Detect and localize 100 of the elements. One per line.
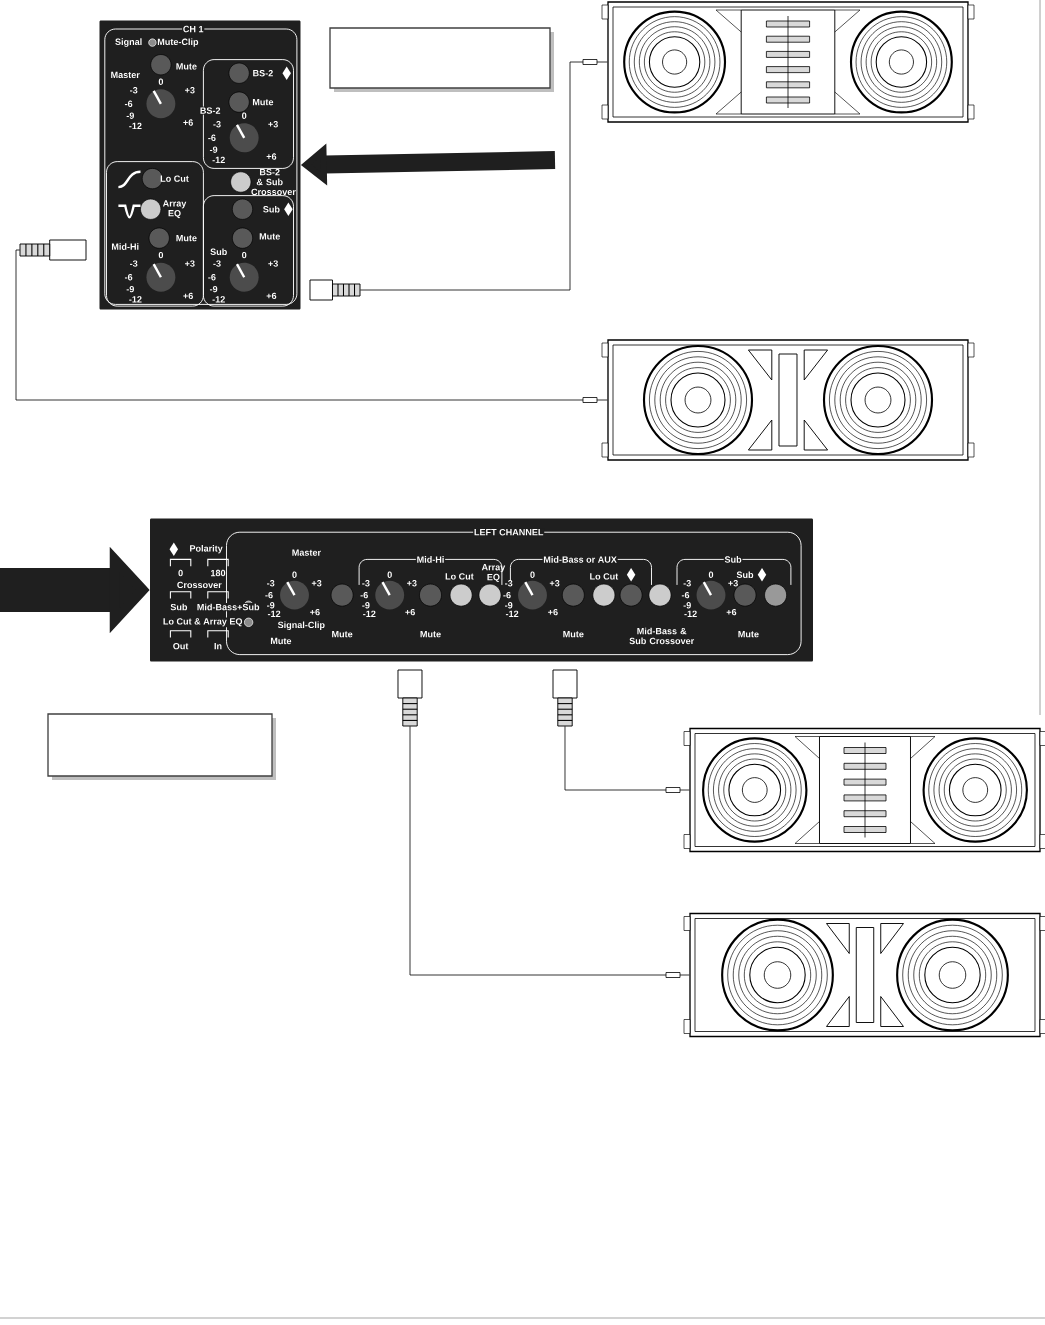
scale-number: 0: [292, 571, 297, 578]
scale-number: -6: [681, 591, 690, 599]
scale-number: +6: [548, 608, 558, 616]
panel-label: Lo Cut: [160, 175, 189, 182]
scale-number: -9: [683, 602, 691, 609]
empty-box: [47, 713, 276, 780]
scale-number: -12: [505, 610, 519, 617]
xlr-connector: [552, 669, 578, 727]
panel-label: Out: [173, 642, 189, 650]
cable: [15, 249, 608, 401]
panel-label: Mute: [563, 631, 584, 638]
scale-number: -3: [362, 580, 370, 587]
scale-number: +3: [268, 260, 278, 267]
scale-number: -6: [124, 274, 133, 281]
scale-number: -3: [130, 87, 138, 94]
panel-label: Mute-Clip: [157, 38, 199, 47]
panel-label: Mute: [332, 631, 353, 638]
panel-label: Mute: [738, 631, 759, 638]
panel-label: Signal-Clip: [277, 621, 325, 630]
speaker-drawing: [683, 912, 1045, 1038]
scale-number: +6: [405, 608, 415, 616]
panel-label: Lo Cut: [590, 573, 619, 580]
scale-number: +3: [311, 580, 322, 587]
cable: [409, 725, 690, 976]
scale-number: +3: [728, 580, 738, 587]
scale-number: -9: [126, 285, 134, 293]
panel-label: BS-2 & Sub Crossover: [251, 168, 296, 196]
scale-number: 0: [158, 78, 164, 85]
panel-label: 0: [178, 569, 183, 577]
scale-number: 0: [242, 251, 247, 259]
panel-label: Mid-Bass or AUX: [542, 555, 618, 564]
scale-number: 0: [708, 571, 714, 578]
scale-number: -3: [504, 580, 513, 587]
cable: [359, 61, 608, 291]
panel-label: Sub: [723, 555, 743, 564]
scale-number: -3: [130, 260, 138, 267]
cable: [564, 725, 690, 791]
panel-label: Sub: [736, 571, 754, 579]
panel-label: Polarity: [190, 545, 223, 554]
panel-label: Lo Cut & Array EQ: [162, 617, 244, 628]
panel-label: Master: [111, 71, 140, 79]
panel-label: Mute: [259, 233, 280, 240]
scale-number: +3: [185, 260, 195, 267]
panel-label: BS-2: [199, 106, 222, 115]
panel-label: Mute: [176, 63, 197, 70]
scale-number: -6: [265, 591, 273, 599]
scale-number: +6: [183, 292, 193, 300]
panel-label: Sub: [263, 205, 280, 213]
scale-number: -9: [209, 146, 218, 153]
panel-label: Lo Cut: [445, 573, 474, 580]
scale-number: +3: [268, 121, 278, 128]
scale-number: +6: [266, 153, 277, 160]
scale-number: -12: [212, 296, 225, 303]
scale-number: 0: [530, 571, 535, 578]
scale-number: 0: [158, 251, 164, 259]
scale-number: +3: [549, 580, 560, 587]
panel-label: Mid-Bass & Sub Crossover: [629, 627, 695, 645]
scale-number: -9: [209, 285, 218, 293]
scale-number: -6: [360, 591, 368, 599]
panel-label: Mid-Hi: [415, 555, 446, 564]
panel-label: Signal: [115, 38, 142, 47]
scale-number: 0: [387, 571, 392, 578]
panel-label: Master: [292, 549, 321, 556]
xlr-connector: [397, 669, 423, 727]
speaker-drawing: [601, 1, 975, 123]
panel-label: Mute: [252, 98, 274, 106]
panel-label: Crossover: [177, 581, 222, 589]
scale-number: -3: [213, 260, 221, 267]
scale-number: -12: [684, 610, 697, 617]
scale-number: -3: [267, 580, 275, 587]
scale-number: +3: [407, 580, 417, 587]
panel-label: Array EQ: [162, 200, 187, 219]
panel-label: In: [214, 643, 222, 650]
scale-number: +6: [726, 608, 737, 616]
scale-number: -12: [212, 156, 225, 164]
scale-number: +3: [185, 87, 195, 94]
panel-label: 180: [211, 569, 226, 577]
scale-number: -12: [129, 296, 142, 303]
scale-number: -9: [505, 602, 513, 609]
speaker-drawing: [683, 727, 1045, 853]
scale-number: -6: [208, 274, 216, 281]
panel-label: Sub: [170, 603, 188, 611]
scale-number: +6: [310, 608, 320, 616]
xlr-connector: [309, 279, 361, 301]
scale-number: -9: [362, 602, 370, 609]
empty-box: [329, 27, 554, 92]
scale-number: -6: [503, 591, 511, 599]
panel-label: Mid-Bass+Sub: [196, 602, 261, 612]
panel-label: CH 1: [182, 25, 205, 33]
scale-number: -6: [208, 134, 216, 141]
panel-label: Mute: [176, 234, 197, 242]
scale-number: -12: [267, 610, 281, 617]
panel-label: Sub: [210, 248, 227, 256]
scale-number: 0: [242, 112, 247, 119]
panel-label: Mid-Hi: [111, 243, 139, 250]
scale-number: +6: [266, 292, 277, 300]
scale-number: -9: [267, 602, 275, 609]
scale-number: -3: [213, 121, 221, 128]
scale-number: -9: [126, 112, 134, 119]
speaker-drawing: [601, 339, 975, 461]
